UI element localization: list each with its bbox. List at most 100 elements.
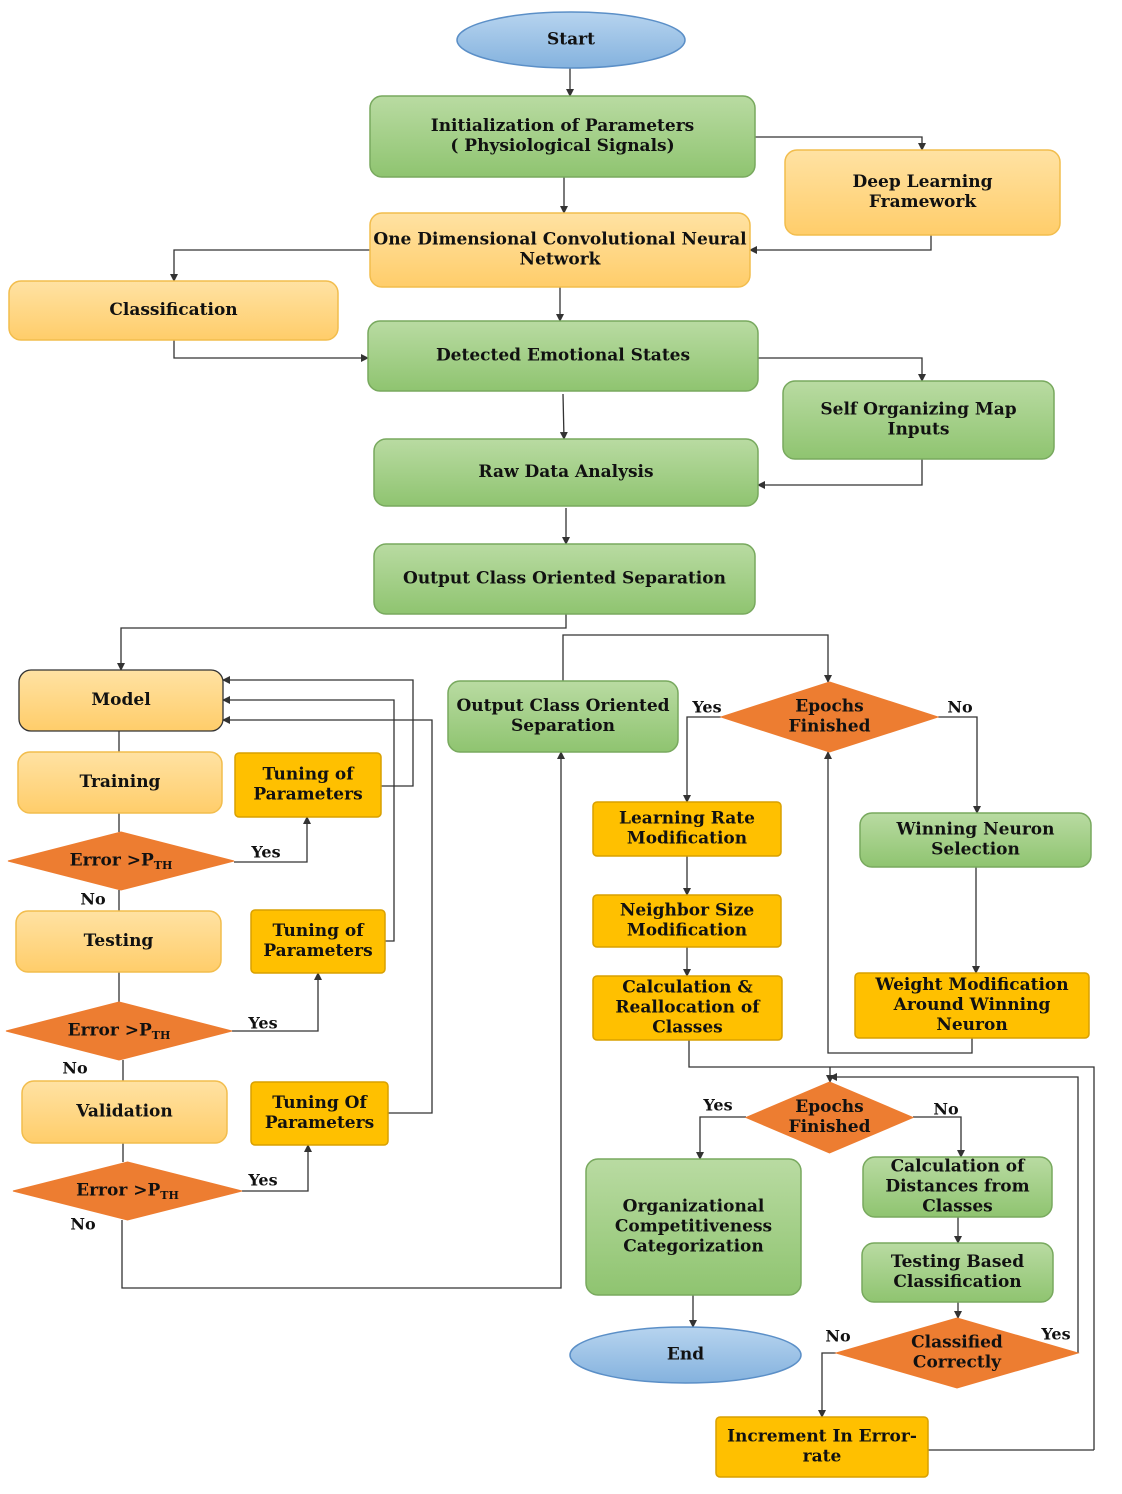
label-tune1-1: Parameters [253, 785, 362, 805]
edge-label-err2-yes: Yes [247, 1014, 277, 1033]
edge-label-err1-no: No [80, 890, 106, 909]
edge-epochs2-no [913, 1116, 965, 1158]
label-ocos2-0: Output Class Oriented [456, 696, 669, 716]
shape-err3 [12, 1161, 243, 1221]
label-raw-0: Raw Data Analysis [478, 462, 653, 482]
node-end: End [569, 1326, 802, 1384]
node-err2: Error >PTH [5, 1001, 233, 1061]
shape-som [782, 380, 1055, 460]
label-err3-subscript: TH [160, 1189, 179, 1202]
label-wmod-1: Around Winning [893, 995, 1051, 1015]
label-dist-0: Calculation of [891, 1157, 1026, 1177]
label-tune3-0: Tuning Of [272, 1093, 368, 1113]
shape-init [369, 95, 756, 178]
edge-calc-epochs2 [688, 1040, 1095, 1450]
connectors [117, 68, 1095, 1451]
label-err3-0: Error >PTH [76, 1181, 179, 1203]
label-lrm-1: Modification [627, 829, 747, 849]
label-detected-0: Detected Emotional States [436, 346, 690, 366]
edge-tune1-model [222, 676, 414, 787]
node-classif: Classification [8, 280, 339, 341]
shape-raw [373, 438, 759, 507]
edge-ocos1-model [117, 614, 567, 671]
shape-epochs1 [719, 681, 940, 753]
edge-label-epochs2-yes: Yes [702, 1096, 732, 1115]
label-tbc-0: Testing Based [891, 1252, 1024, 1272]
edge-split-right [562, 634, 832, 683]
label-tune2-1: Parameters [263, 941, 372, 961]
label-err1-subscript: TH [154, 859, 173, 872]
edge-label-epochs1-yes: Yes [691, 698, 721, 717]
edge-cnn-classif [170, 249, 370, 282]
node-start: Start [456, 11, 686, 69]
shape-ocos2 [447, 680, 679, 753]
edge-err1-tune1 [234, 816, 311, 863]
shape-training [17, 751, 223, 814]
shape-dist [862, 1156, 1053, 1218]
shape-calc [592, 975, 783, 1041]
node-raw: Raw Data Analysis [373, 438, 759, 507]
shape-classif [8, 280, 339, 341]
label-epochs2-0: Epochs [795, 1097, 863, 1117]
label-calc-0: Calculation & [622, 978, 753, 998]
label-nsm-0: Neighbor Size [620, 901, 755, 921]
label-tune1-0: Tuning of [262, 765, 355, 785]
node-org: OrganizationalCompetitivenessCategorizat… [585, 1158, 802, 1296]
edge-som-raw [757, 459, 923, 489]
edge-epochs2-yes [696, 1116, 746, 1160]
edge-label-epochs1-no: No [947, 698, 973, 717]
shape-validation [21, 1080, 228, 1144]
label-epochs2-1: Finished [789, 1117, 871, 1137]
label-org-2: Categorization [623, 1237, 764, 1257]
shape-detected [367, 320, 759, 392]
label-dist-2: Classes [922, 1197, 993, 1217]
shape-end [569, 1326, 802, 1384]
edge-label-err1-yes: Yes [250, 843, 280, 862]
edge-err3-tune3 [242, 1144, 312, 1192]
label-org-1: Competitiveness [615, 1217, 772, 1237]
label-lrm-0: Learning Rate [619, 809, 755, 829]
label-org-0: Organizational [623, 1197, 765, 1217]
label-inc-1: rate [803, 1447, 842, 1467]
edge-dlf-cnn [749, 235, 932, 254]
node-init: Initialization of Parameters( Physiologi… [369, 95, 756, 178]
node-validation: Validation [21, 1080, 228, 1144]
node-training: Training [17, 751, 223, 814]
edge-err3-ocos2 [121, 751, 565, 1289]
label-tbc-1: Classification [893, 1272, 1021, 1292]
shape-wmod [854, 972, 1090, 1039]
label-cnn-1: Network [520, 250, 602, 270]
edge-label-epochs2-no: No [933, 1100, 959, 1119]
shape-nsm [592, 894, 782, 948]
edge-epochs1-yes [683, 716, 721, 803]
edge-detected-som [758, 357, 926, 382]
label-som-1: Inputs [888, 420, 950, 440]
edge-tune3-model [222, 716, 433, 1114]
edge-label-err3-no: No [70, 1215, 96, 1234]
shape-cnn [369, 212, 751, 288]
shape-inc [715, 1416, 929, 1478]
label-start-0: Start [547, 30, 595, 50]
shape-err2 [5, 1001, 233, 1061]
edge-label-cc-yes: Yes [1040, 1325, 1070, 1344]
shape-start [456, 11, 686, 69]
edge-detected-raw [559, 393, 568, 440]
node-detected: Detected Emotional States [367, 320, 759, 392]
edge-wmod-epochs1 [824, 751, 973, 1054]
edge-tune2-model [222, 696, 395, 942]
label-wmod-0: Weight Modification [874, 975, 1068, 995]
edge-cc-no [818, 1352, 836, 1418]
label-testing-0: Testing [84, 931, 154, 951]
label-end-0: End [667, 1345, 704, 1365]
